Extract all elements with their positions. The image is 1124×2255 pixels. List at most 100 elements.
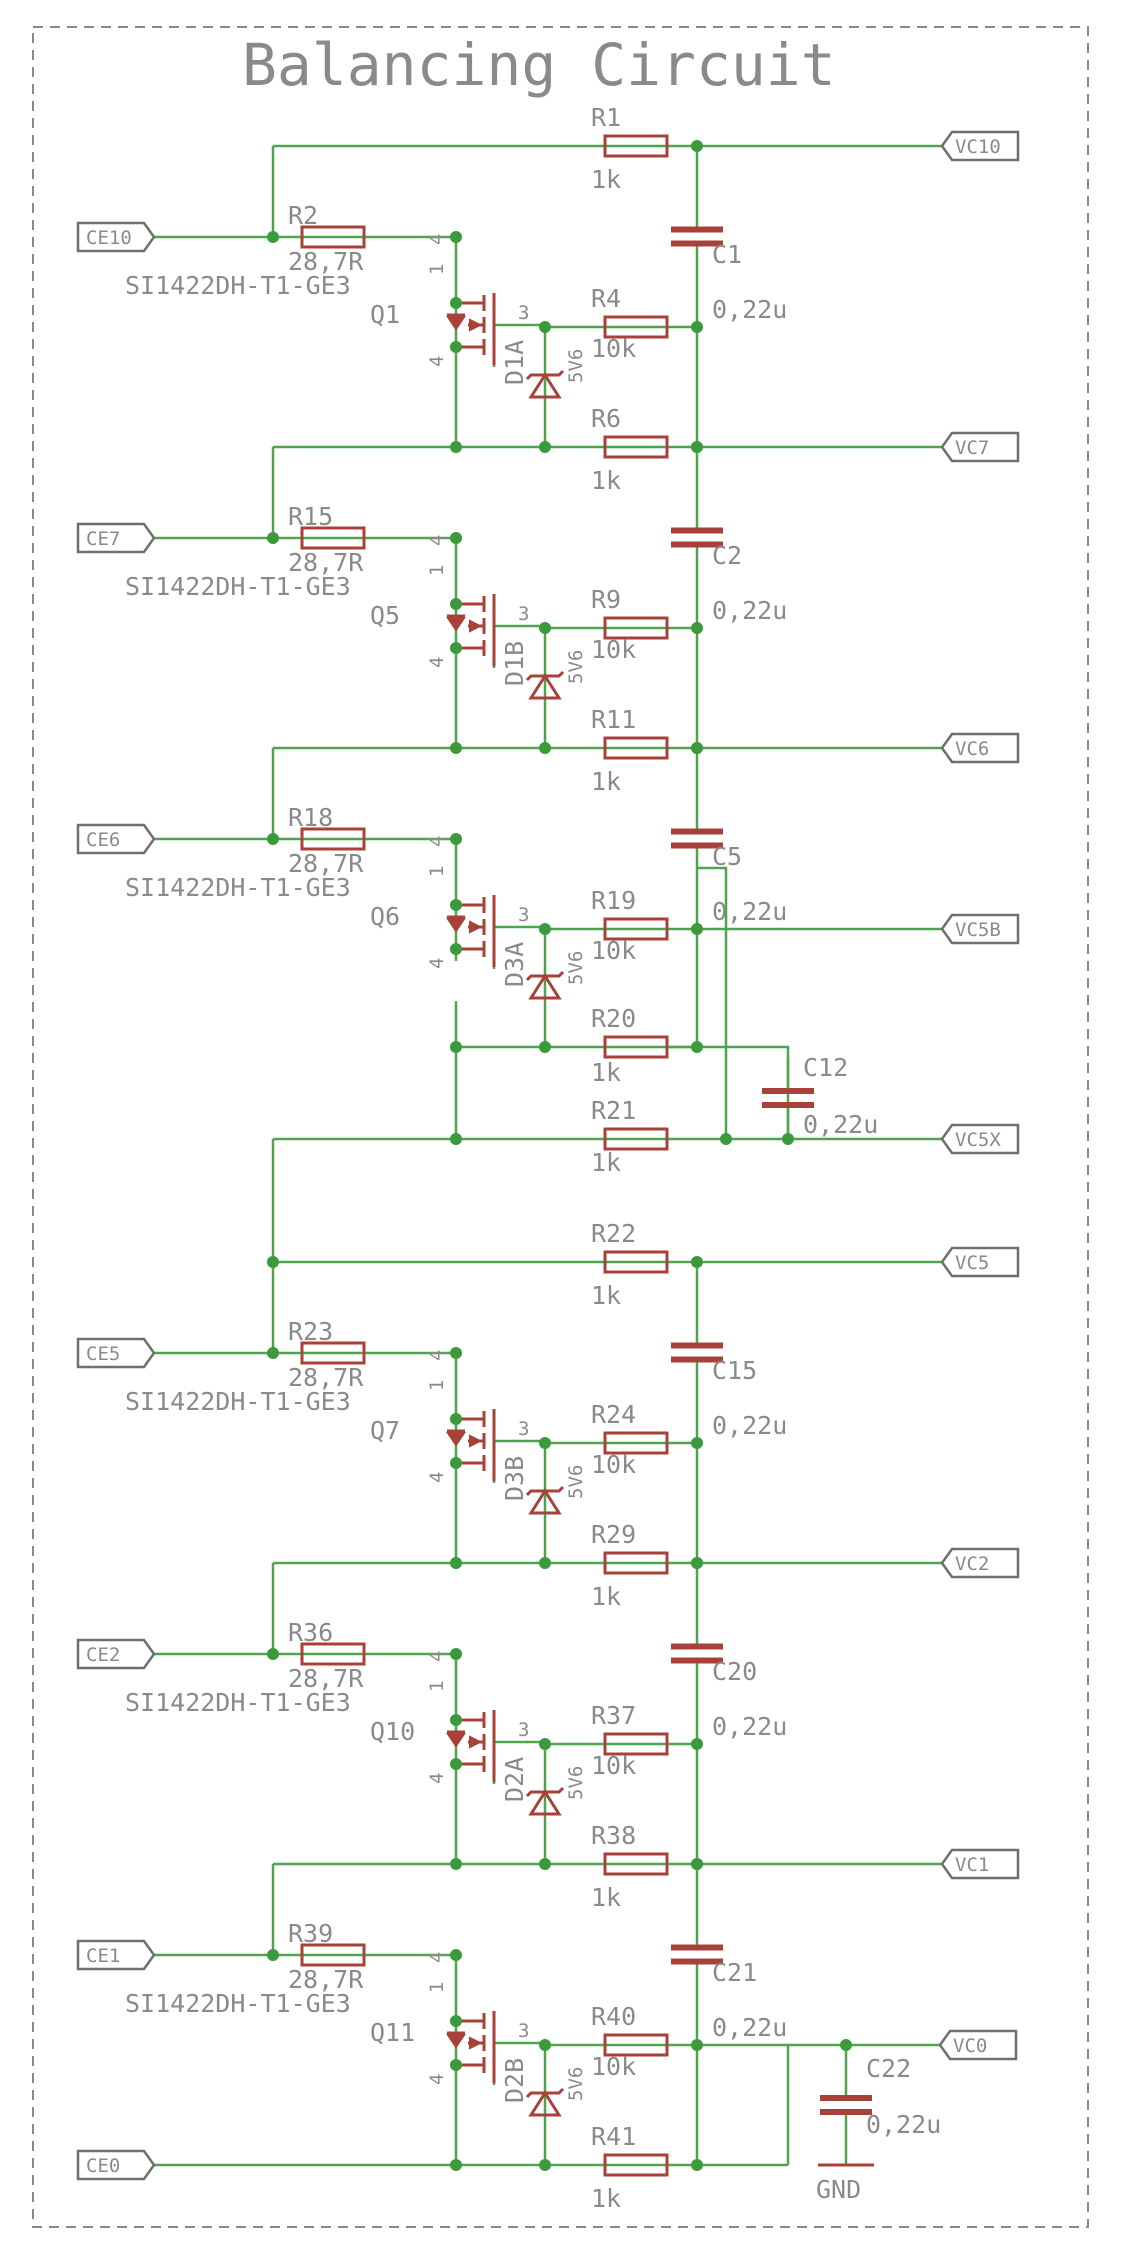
junction-dot xyxy=(450,1133,462,1145)
junction-dot xyxy=(539,2159,551,2171)
junction-dot xyxy=(267,1256,279,1268)
pin-label: 4 xyxy=(426,1952,448,1963)
port-CE5 xyxy=(76,1337,156,1369)
junction-dot xyxy=(450,742,462,754)
value-R23: 28,7R xyxy=(288,1363,364,1392)
value-R37: 10k xyxy=(591,1751,636,1780)
resistor-R18 xyxy=(300,827,366,851)
ref-R41: R41 xyxy=(591,2122,636,2151)
port-layer xyxy=(76,130,1020,2181)
wire-layer xyxy=(154,144,942,2167)
junction-dot xyxy=(539,1858,551,1870)
capacitor-C22-plate-bottom xyxy=(820,2109,872,2115)
value-R22: 1k xyxy=(591,1281,621,1310)
pin-label: 1 xyxy=(426,1982,448,1993)
ref-D3B: D3B xyxy=(500,1456,529,1501)
ref-R18: R18 xyxy=(288,803,333,832)
component-layer xyxy=(300,134,874,2177)
value-R6: 1k xyxy=(591,466,621,495)
ref-C15: C15 xyxy=(712,1356,757,1385)
capacitor-C12-plate-bottom xyxy=(762,1102,814,1108)
junction-dot xyxy=(691,1041,703,1053)
junction-dot xyxy=(450,833,462,845)
pin-label: 3 xyxy=(518,302,529,324)
value-R15: 28,7R xyxy=(288,548,364,577)
ref-R36: R36 xyxy=(288,1618,333,1647)
junction-dot xyxy=(539,923,551,935)
ref-C2: C2 xyxy=(712,541,742,570)
resistor-R11 xyxy=(603,736,669,760)
value-R41: 1k xyxy=(591,2184,621,2213)
capacitor-C21-plate-bottom xyxy=(671,1958,723,1965)
junction-dot xyxy=(691,742,703,754)
value-C20: 0,22u xyxy=(712,1712,787,1741)
ref-R37: R37 xyxy=(591,1701,636,1730)
ref-D3A: D3A xyxy=(500,942,529,987)
value-R36: 28,7R xyxy=(288,1664,364,1693)
value-C21: 0,22u xyxy=(712,2013,787,2042)
wire xyxy=(494,925,702,931)
drawing-frame xyxy=(32,26,1089,2228)
junction-dot xyxy=(691,1557,703,1569)
diagram-title: Balancing Circuit xyxy=(242,31,836,99)
junction-dot xyxy=(450,1557,462,1569)
wire xyxy=(494,1439,702,1445)
port-CE2-label: CE2 xyxy=(86,1644,120,1666)
value-C15: 0,22u xyxy=(712,1411,787,1440)
junction-dot xyxy=(267,1949,279,1961)
junction-dot xyxy=(267,833,279,845)
wire xyxy=(494,624,702,630)
zener-D2B-bar xyxy=(525,2087,565,2099)
pin-label: 3 xyxy=(518,1719,529,1741)
junction-dot xyxy=(450,1858,462,1870)
value-R39: 28,7R xyxy=(288,1965,364,1994)
value-R20: 1k xyxy=(591,1058,621,1087)
value-R4: 10k xyxy=(591,334,636,363)
pin-label: 4 xyxy=(426,958,448,969)
resistor-R23 xyxy=(300,1341,366,1365)
ref-C21: C21 xyxy=(712,1958,757,1987)
ref-R38: R38 xyxy=(591,1821,636,1850)
ref-C22: C22 xyxy=(866,2054,911,2083)
value-R9: 10k xyxy=(591,635,636,664)
zener-D3A-bar xyxy=(525,970,565,982)
capacitor-C20-plate-top xyxy=(671,1643,723,1650)
junction-dot xyxy=(450,642,462,654)
resistor-R29 xyxy=(603,1551,669,1575)
value-R40: 10k xyxy=(591,2052,636,2081)
resistor-R22 xyxy=(603,1250,669,1274)
port-VC5B-label: VC5B xyxy=(955,919,1001,941)
junction-dot xyxy=(450,231,462,243)
junction-dot xyxy=(840,2039,852,2051)
junction-dot xyxy=(450,2015,462,2027)
ref-Q11: Q11 xyxy=(370,2018,415,2047)
capacitor-C20-plate-bottom xyxy=(671,1657,723,1664)
pin-label: 3 xyxy=(518,603,529,625)
ref-R9: R9 xyxy=(591,585,621,614)
part-Q6: SI1422DH-T1-GE3 xyxy=(125,873,351,902)
junction-dot xyxy=(450,532,462,544)
zener-D3B-triangle xyxy=(528,1488,562,1515)
pin-label: 3 xyxy=(518,904,529,926)
port-VC10-label: VC10 xyxy=(955,136,1001,158)
port-CE6 xyxy=(76,823,156,855)
junction-dot xyxy=(450,441,462,453)
ref-D1A: D1A xyxy=(500,340,529,385)
port-VC7-label: VC7 xyxy=(955,437,989,459)
ref-R2: R2 xyxy=(288,201,318,230)
junction-dot xyxy=(450,943,462,955)
capacitor-C15-plate-bottom xyxy=(671,1356,723,1363)
value-D2B: 5V6 xyxy=(565,2067,587,2101)
ref-R11: R11 xyxy=(591,705,636,734)
ref-Q10: Q10 xyxy=(370,1717,415,1746)
junction-dot xyxy=(450,899,462,911)
pin-label: 4 xyxy=(426,234,448,245)
ground-label: GND xyxy=(816,2175,861,2204)
junction-layer xyxy=(267,140,852,2171)
port-CE7-label: CE7 xyxy=(86,528,120,550)
pin-label: 3 xyxy=(518,2020,529,2042)
port-VC6 xyxy=(940,732,1020,764)
ref-Q1: Q1 xyxy=(370,300,400,329)
pin-label: 1 xyxy=(426,565,448,576)
